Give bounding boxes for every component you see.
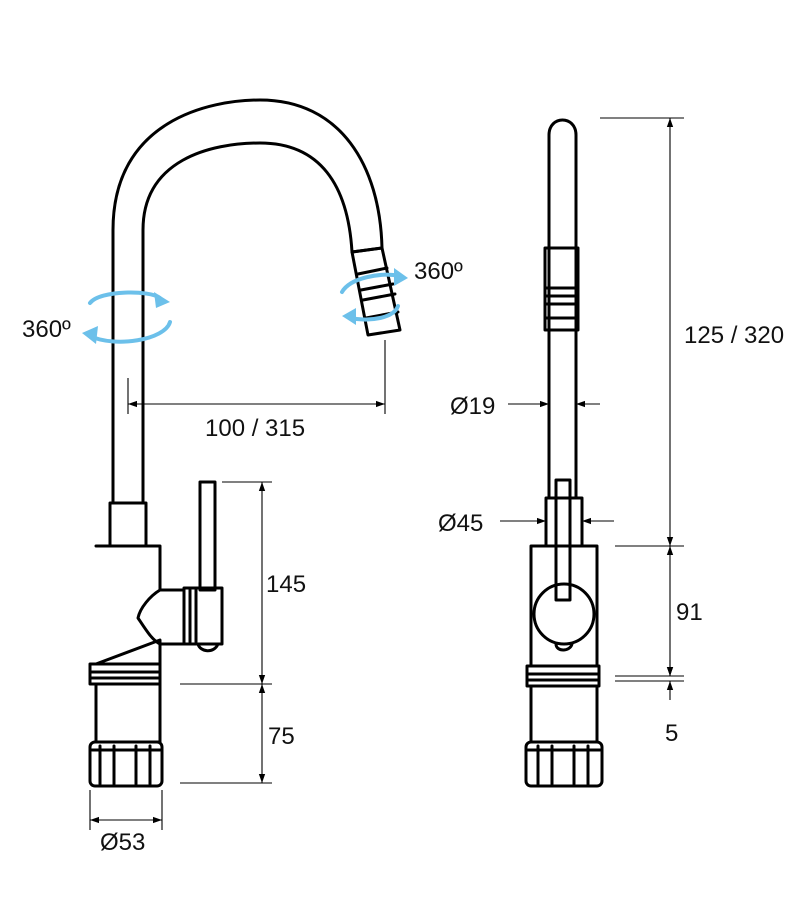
spout-outer-line (111, 98, 384, 505)
side-body-height-label: 91 (676, 599, 703, 626)
body-height-dimension (180, 481, 272, 685)
rotation-arrow-right (340, 268, 408, 325)
mounting-nut (88, 740, 164, 788)
base-diameter-dimension (89, 790, 163, 830)
spout-diameter-label: Ø19 (450, 393, 495, 420)
neck-collar (108, 501, 148, 548)
front-view (82, 98, 408, 830)
side-spout-head (543, 246, 580, 332)
faucet-body (94, 480, 224, 666)
reach-label: 100 / 315 (205, 415, 305, 442)
base-height-label: 75 (268, 723, 295, 750)
spout-head (350, 246, 402, 337)
spout-inner-line (141, 141, 354, 505)
base-rings (88, 662, 162, 744)
rotation-label-left: 360º (22, 316, 71, 343)
body-diameter-label: Ø45 (438, 510, 483, 537)
side-body (529, 544, 599, 668)
side-spout (547, 118, 578, 500)
reach-dimension (127, 340, 386, 414)
body-height-label: 145 (266, 571, 306, 598)
rotation-label-right: 360º (414, 258, 463, 285)
side-body-height-dimension (615, 546, 684, 677)
total-height-dimension (600, 117, 684, 547)
rotation-arrow-left (82, 290, 172, 344)
ring-height-label: 5 (665, 720, 678, 747)
base-diameter-label: Ø53 (100, 829, 145, 856)
base-height-dimension (180, 684, 272, 784)
body-diameter-dimension (500, 508, 614, 534)
ring-height-dimension (615, 660, 684, 700)
total-height-label: 125 / 320 (684, 322, 784, 349)
side-view (500, 117, 684, 788)
